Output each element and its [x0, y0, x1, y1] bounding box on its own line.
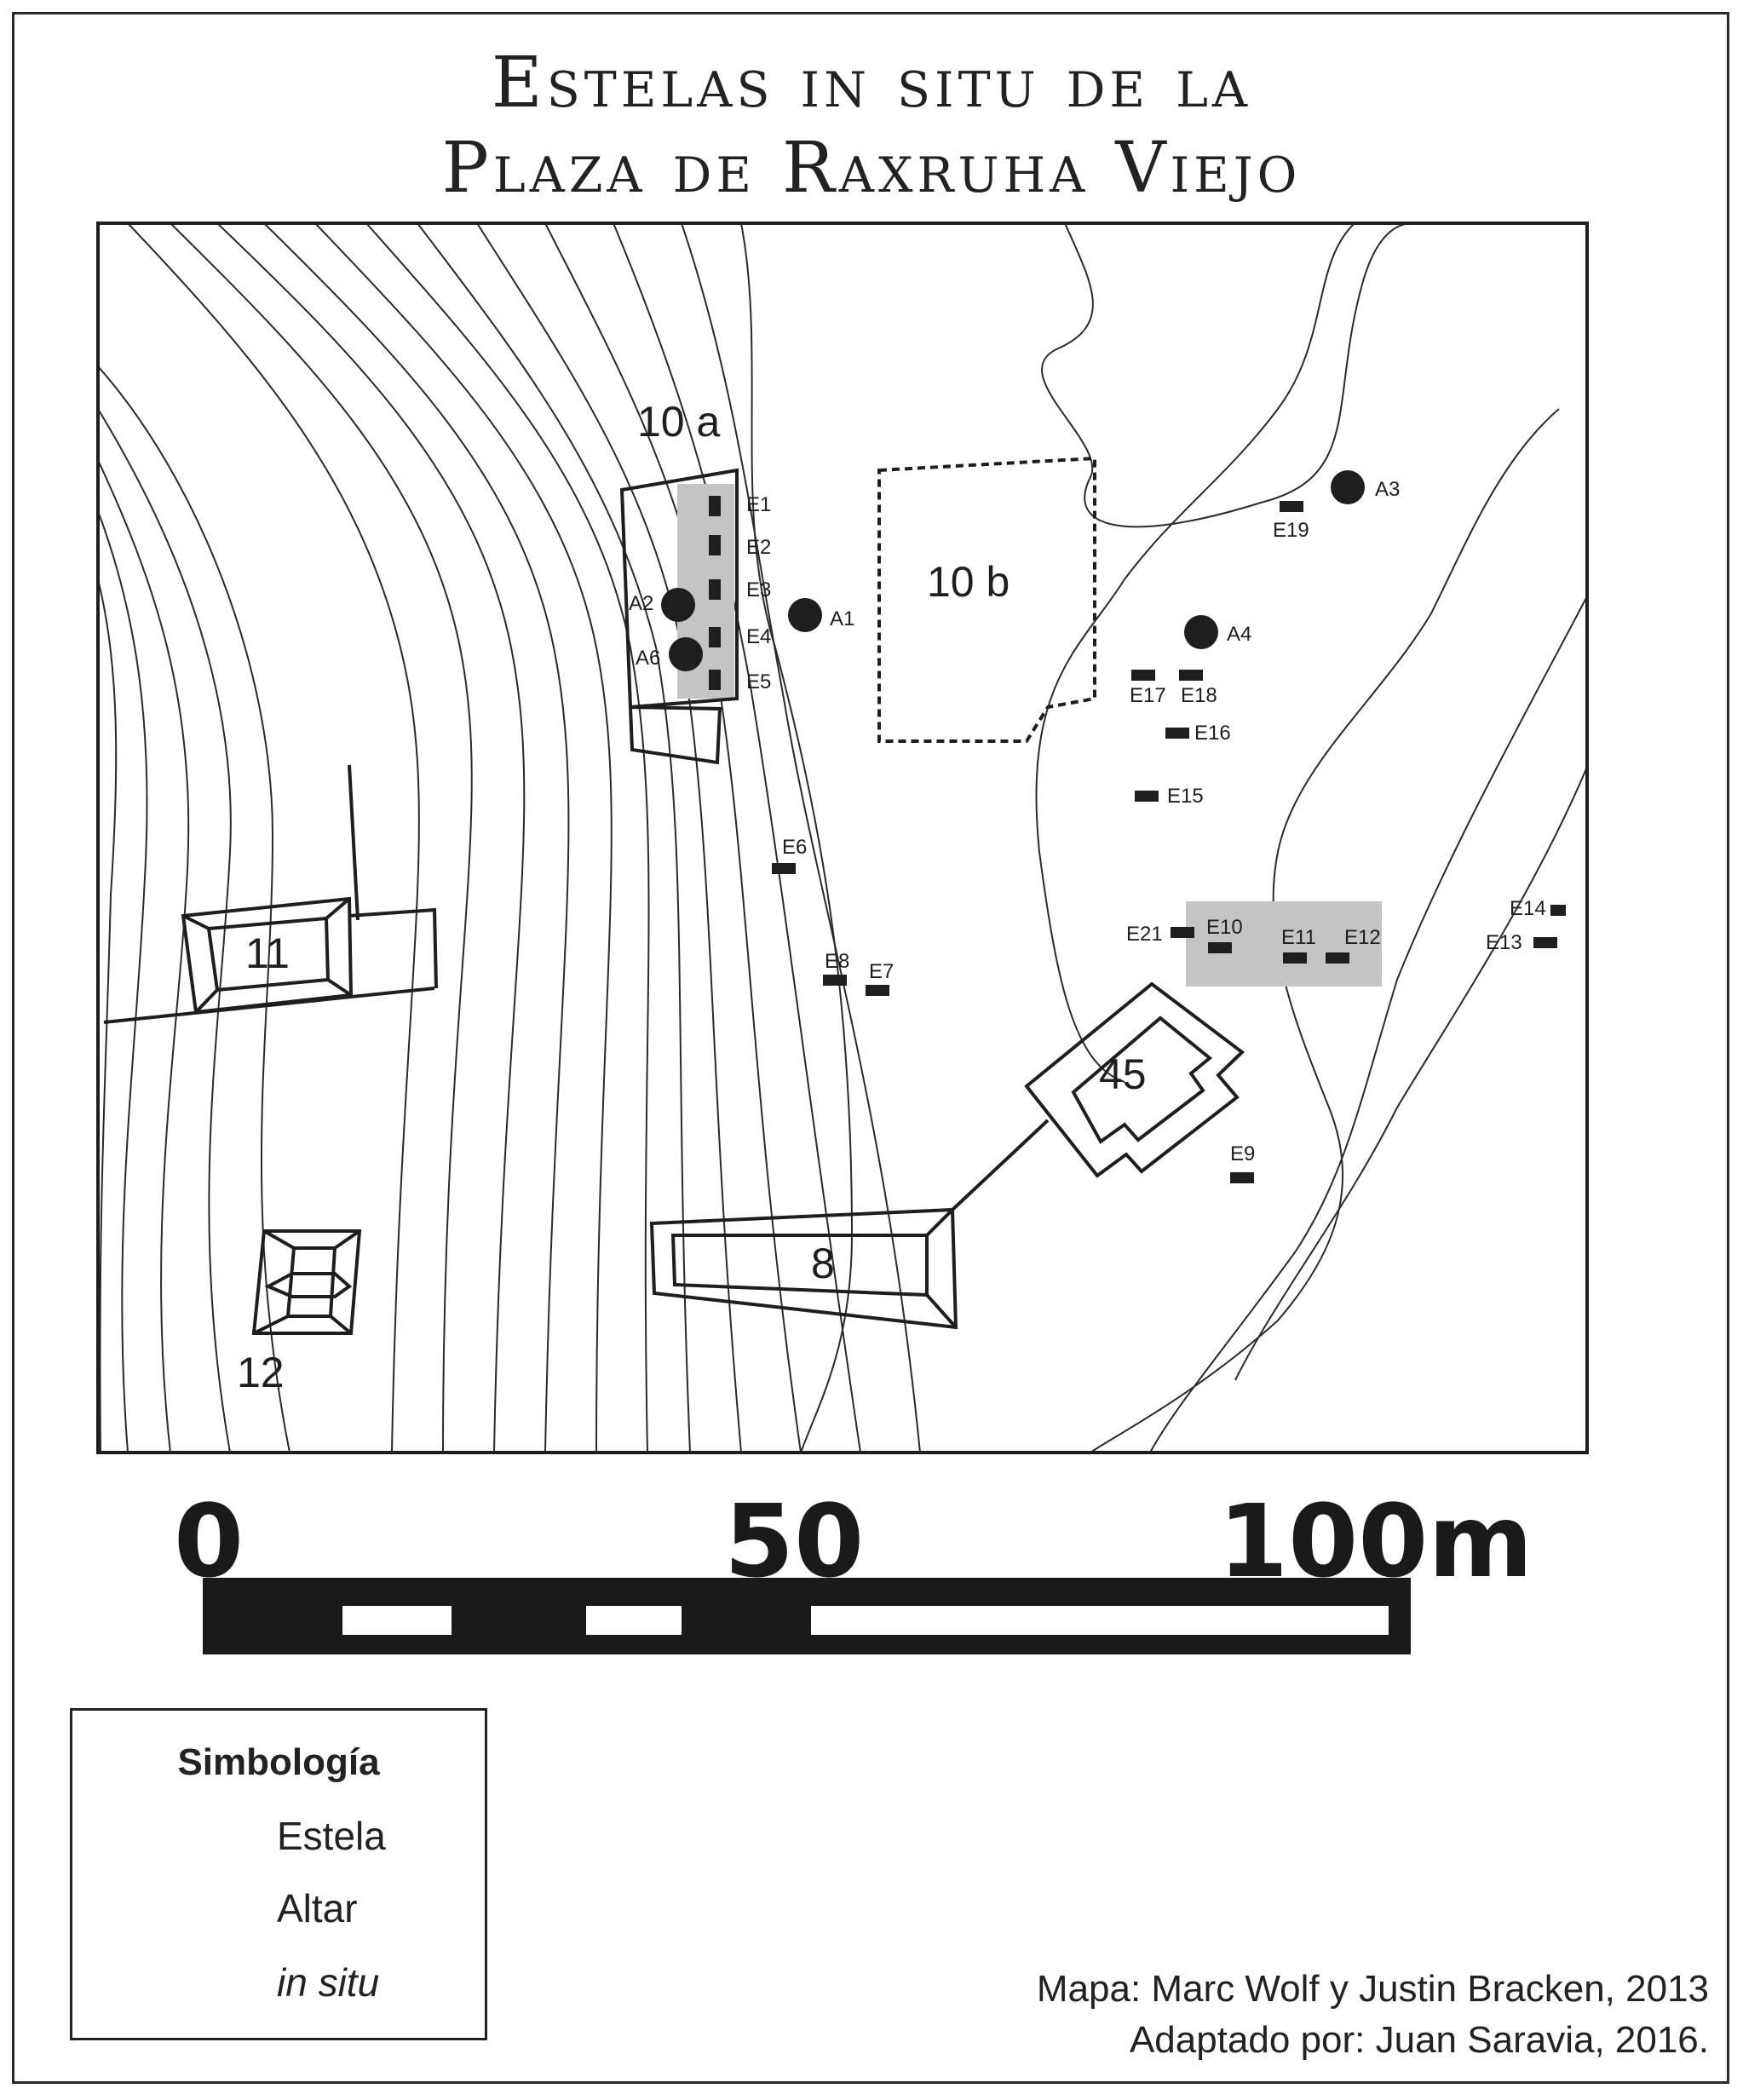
label-e18: E18 — [1181, 684, 1217, 707]
contour-lines — [98, 223, 1587, 1453]
label-e7: E7 — [869, 960, 894, 983]
estela-e1-marker — [709, 496, 721, 516]
credits: Mapa: Marc Wolf y Justin Bracken, 2013 A… — [1037, 1964, 1709, 2066]
estela-e17-marker — [1131, 670, 1155, 681]
label-e5: E5 — [746, 670, 771, 693]
label-e21: E21 — [1126, 923, 1163, 946]
altar-a4-marker — [1184, 615, 1218, 649]
label-e9: E9 — [1230, 1142, 1255, 1165]
altars — [661, 470, 1365, 671]
label-a3: A3 — [1375, 478, 1400, 501]
label-a6: A6 — [636, 647, 660, 670]
label-e19: E19 — [1273, 519, 1309, 542]
legend-title: Simbología — [177, 1741, 380, 1783]
label-structure-45: 45 — [1099, 1050, 1147, 1098]
estela-e9-marker — [1230, 1172, 1254, 1183]
scale-label-100m: 100m — [1218, 1482, 1533, 1600]
estela-e19-marker — [1280, 501, 1303, 512]
altar-a2-marker — [661, 588, 695, 622]
label-e17: E17 — [1130, 684, 1166, 707]
structure-10b — [877, 456, 1096, 743]
map-title-line-1: Estelas in situ de la — [491, 43, 1252, 124]
estela-e4-marker — [709, 627, 721, 647]
label-e15: E15 — [1167, 785, 1204, 808]
legend-in-situ-label: in situ — [277, 1960, 380, 2005]
estela-e16-marker — [1165, 728, 1189, 739]
label-e1: E1 — [746, 493, 771, 516]
label-a2: A2 — [629, 592, 653, 615]
estela-e12-marker — [1326, 952, 1349, 964]
altar-a1-marker — [788, 598, 822, 632]
map-frame — [96, 222, 1589, 1454]
estela-e7-marker — [866, 985, 889, 996]
label-structure-8: 8 — [811, 1240, 835, 1287]
legend-altar-label: Altar — [277, 1886, 358, 1930]
map-title-line-2: Plaza de Raxruha Viejo — [441, 128, 1302, 209]
label-structure-10a: 10 a — [637, 398, 721, 446]
estelas — [709, 496, 1566, 1183]
structure-12 — [251, 1229, 362, 1335]
label-a4: A4 — [1227, 623, 1251, 646]
label-e6: E6 — [782, 836, 807, 859]
estela-e5-marker — [709, 670, 721, 690]
estela-e21-marker — [1171, 927, 1194, 938]
credit-map-authors: Mapa: Marc Wolf y Justin Bracken, 2013 — [1036, 1968, 1709, 2010]
label-e2: E2 — [746, 536, 771, 559]
structure-45 — [1024, 981, 1245, 1178]
estela-e11-marker — [1283, 952, 1307, 964]
estela-e14-marker — [1550, 905, 1566, 916]
structure-11 — [103, 764, 438, 1024]
label-a1: A1 — [830, 607, 854, 630]
scale-label-0: 0 — [174, 1482, 244, 1600]
structure-10a — [619, 468, 739, 765]
estela-e2-marker — [709, 535, 721, 555]
label-e4: E4 — [746, 625, 771, 648]
estela-e3-marker — [709, 579, 721, 600]
label-structure-10b: 10 b — [927, 558, 1010, 606]
estela-e6-marker — [772, 863, 796, 874]
connector-line — [951, 1119, 1050, 1211]
estela-e15-marker — [1135, 791, 1159, 802]
label-e13: E13 — [1486, 931, 1522, 954]
scale-bar — [203, 1578, 1411, 1654]
altar-a6-marker — [669, 637, 703, 671]
label-e12: E12 — [1344, 926, 1381, 949]
estela-e13-marker — [1533, 937, 1557, 948]
label-e8: E8 — [825, 950, 849, 973]
label-e3: E3 — [746, 578, 771, 601]
scale-label-50: 50 — [724, 1482, 865, 1600]
altar-a3-marker — [1331, 470, 1365, 504]
estela-e10-marker — [1208, 942, 1232, 953]
label-e11: E11 — [1281, 926, 1316, 949]
structure-8 — [649, 1207, 958, 1330]
estela-e18-marker — [1179, 670, 1203, 681]
label-structure-11: 11 — [245, 929, 290, 977]
label-e16: E16 — [1194, 722, 1231, 745]
label-e14: E14 — [1510, 897, 1546, 920]
credit-adapted-by: Adaptado por: Juan Saravia, 2016. — [1129, 2019, 1709, 2061]
estela-e8-marker — [823, 975, 847, 986]
label-e10: E10 — [1206, 916, 1243, 939]
label-structure-12: 12 — [237, 1349, 285, 1396]
legend-estela-label: Estela — [277, 1814, 386, 1858]
legend: Simbología Estela Altar in situ — [70, 1708, 487, 2040]
